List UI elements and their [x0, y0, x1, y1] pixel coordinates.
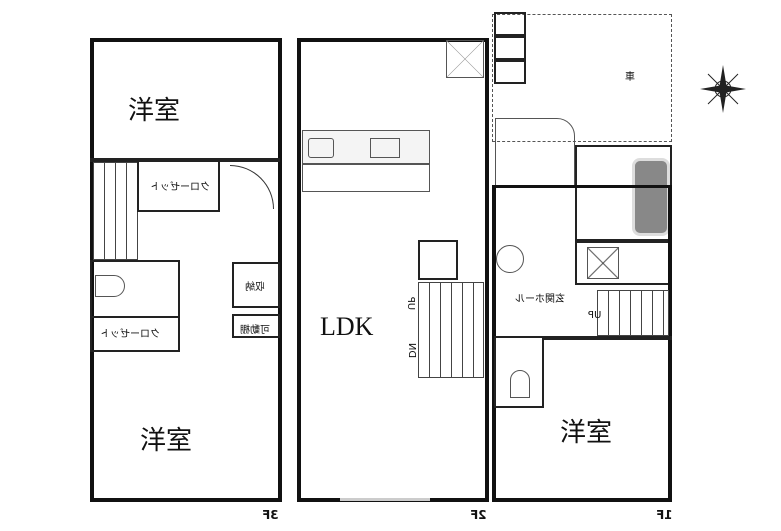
shelf [232, 314, 280, 338]
floor-label-2f: 2F [470, 508, 487, 522]
stairs-1f [597, 290, 669, 336]
toilet-icon [95, 275, 125, 297]
void [446, 40, 484, 78]
sink-icon [496, 245, 524, 273]
porch [495, 118, 575, 188]
kitchen-counter [302, 130, 430, 164]
closet-2f [418, 240, 458, 280]
down-label-2f: DN [406, 342, 418, 359]
compass-icon [700, 65, 746, 113]
step [494, 12, 526, 36]
room-ldk: LDK [320, 312, 374, 341]
closet-bottom [90, 316, 180, 352]
floor-label-3f: 3F [262, 508, 279, 522]
parking-label: 車 [625, 72, 635, 83]
stove-icon [308, 138, 334, 158]
stairs-2f [418, 282, 484, 378]
room-3f-top: 洋室 [128, 96, 181, 126]
parking-area [492, 14, 672, 142]
closet-top-label: クローゼット [150, 182, 210, 193]
storage [232, 262, 280, 308]
wall [544, 336, 672, 340]
room-3f-bottom: 洋室 [140, 426, 193, 456]
sink-icon [370, 138, 400, 158]
washer-icon [587, 247, 619, 279]
floor-3f-outline [90, 38, 282, 502]
step [494, 60, 526, 84]
closet-bottom-label: クローゼット [100, 329, 160, 340]
toilet-icon [510, 370, 530, 398]
stairs-3f [93, 162, 138, 260]
floor-2f-outline [297, 38, 489, 502]
closet-top [137, 160, 220, 212]
shelf-label: 可動棚 [240, 325, 270, 336]
entrance-label: 玄関ホール [515, 294, 565, 305]
up-label-1f: UP [588, 310, 602, 321]
step [494, 36, 526, 60]
floor-label-1f: 1F [656, 508, 673, 522]
storage-label: 収納 [245, 282, 265, 293]
toilet-1f [494, 336, 544, 408]
up-label-2f: UP [405, 296, 417, 311]
kitchen-island [302, 164, 430, 192]
room-1f: 洋室 [560, 418, 613, 448]
window [340, 498, 430, 501]
